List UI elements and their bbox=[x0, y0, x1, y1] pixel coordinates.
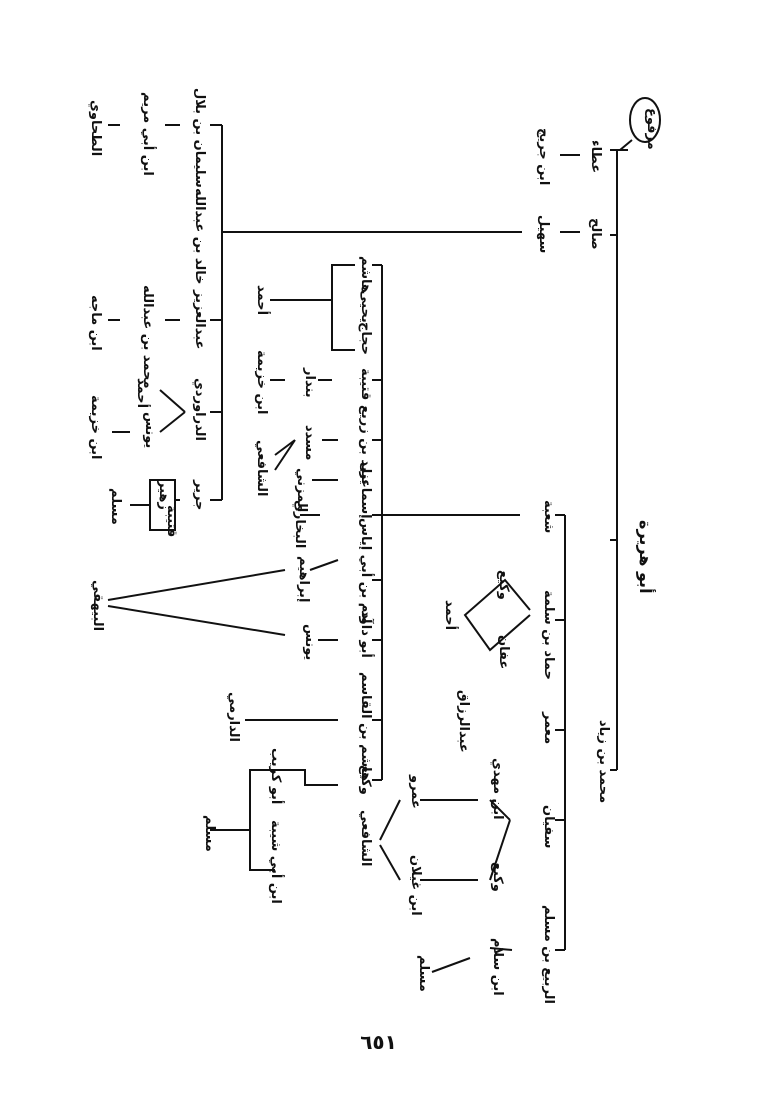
name-qutayba: قتيبة bbox=[358, 368, 373, 400]
name-muslim-w: مسلم bbox=[202, 815, 217, 852]
name-ibn-khuzayma-d: ابن خزيمة bbox=[88, 395, 103, 460]
name-abu-dawud: أبو داود bbox=[358, 610, 375, 658]
name-shuba: شعبة bbox=[541, 500, 556, 533]
name-darimi: الدارمي bbox=[226, 692, 241, 742]
name-ahmad-d: أحمد bbox=[134, 378, 151, 408]
name-hashim: هاشم bbox=[358, 256, 373, 293]
name-muhammad-abdullah: محمد بن عبدالله bbox=[140, 285, 155, 389]
name-waki: وكيع bbox=[358, 765, 373, 795]
name-sulayman-bilal: سليمان بن بلال bbox=[192, 88, 207, 188]
name-ibn-abi-maryam: ابن أبي مريم bbox=[140, 92, 157, 176]
name-zuhayr: زهير bbox=[156, 479, 171, 510]
name-ibn-abi-shayba: ابن أبي شيبة bbox=[268, 820, 285, 904]
name-ibn-mahdi: ابن مهدي bbox=[490, 758, 505, 820]
name-ibn-khuzayma-q: ابن خزيمة bbox=[254, 350, 269, 415]
name-rabi: الربيع بن مسلم bbox=[541, 905, 556, 1004]
name-ahmad-a: أحمد bbox=[442, 600, 459, 630]
name-ibn-ghaylan: ابن غيلان bbox=[408, 855, 423, 916]
name-shafii-ibn-zuray: الشافعي bbox=[254, 440, 269, 496]
name-amr: عمرو bbox=[408, 774, 423, 809]
name-hashim-qasim: هاشم بن القاسم bbox=[358, 672, 373, 781]
name-suhayl: سهيل bbox=[536, 215, 551, 253]
name-darawardi: الدراوردي bbox=[192, 378, 207, 441]
name-yahya: يحيى bbox=[358, 290, 373, 323]
name-bundar: بندار bbox=[302, 367, 317, 398]
isnad-labels: مرفوع أبو هريرة عطاء ابن جريج صالح سهيل … bbox=[88, 88, 659, 1004]
name-muslim-r: مسلم bbox=[416, 955, 431, 992]
name-ibn-sallam: ابن سلام bbox=[490, 938, 505, 996]
name-ata: عطاء bbox=[588, 140, 603, 173]
name-salih: صالح bbox=[588, 218, 603, 250]
name-marker: مرفوع bbox=[644, 108, 659, 150]
name-muhammad-ziyad: محمد بن زياد bbox=[596, 720, 611, 803]
name-sufyan: سفيان bbox=[541, 805, 556, 848]
name-ismail: إسماعيل bbox=[358, 462, 373, 519]
name-waki-h: وكيع bbox=[496, 570, 511, 600]
name-ibn-majah: ابن ماجه bbox=[88, 295, 103, 351]
name-musaddad: مسدد bbox=[302, 425, 317, 460]
name-ibn-jurayj: ابن جريج bbox=[536, 128, 551, 185]
name-ibn-zuray: يزيد بن زريع bbox=[358, 405, 373, 485]
name-ahmad-h: أحمد bbox=[254, 285, 271, 315]
name-abdulaziz: عبدالعزيز bbox=[192, 289, 207, 349]
name-hammad: حماد بن سلمة bbox=[541, 590, 556, 680]
connector-lines bbox=[107, 97, 661, 973]
name-yunus-d: يونس bbox=[142, 412, 157, 448]
name-abu-kurayb: أبو كريب bbox=[268, 748, 285, 804]
name-jarir: جرير bbox=[192, 479, 207, 510]
name-ibrahim: إبراهيم bbox=[296, 556, 311, 602]
page-number: ٦٥١ bbox=[360, 1030, 397, 1054]
name-qutayba-j: قتيبة bbox=[164, 505, 179, 537]
name-khalid: خالد بن عبدالله bbox=[192, 188, 207, 285]
name-muslim-j: مسلم bbox=[108, 488, 123, 525]
name-abdulrazzaq: عبدالرزاق bbox=[456, 690, 471, 753]
name-abu-hurayra: أبو هريرة bbox=[636, 520, 656, 594]
name-muzani: المزني bbox=[294, 468, 309, 512]
name-adam: آدم بن أبي إياس bbox=[358, 518, 375, 624]
name-waki-s: وكيع bbox=[490, 862, 505, 892]
name-bukhari: البخاري bbox=[292, 500, 307, 548]
name-tahawi: الطحاوي bbox=[88, 100, 103, 156]
name-muammar: معمر bbox=[541, 711, 556, 744]
name-yunus-b: يونس bbox=[302, 624, 317, 660]
name-bayhaqi: البيهقي bbox=[90, 580, 105, 631]
name-shafii-s: الشافعي bbox=[358, 810, 373, 866]
name-affan: عفان bbox=[496, 635, 511, 669]
name-hajjaj: حجاج bbox=[358, 322, 373, 355]
